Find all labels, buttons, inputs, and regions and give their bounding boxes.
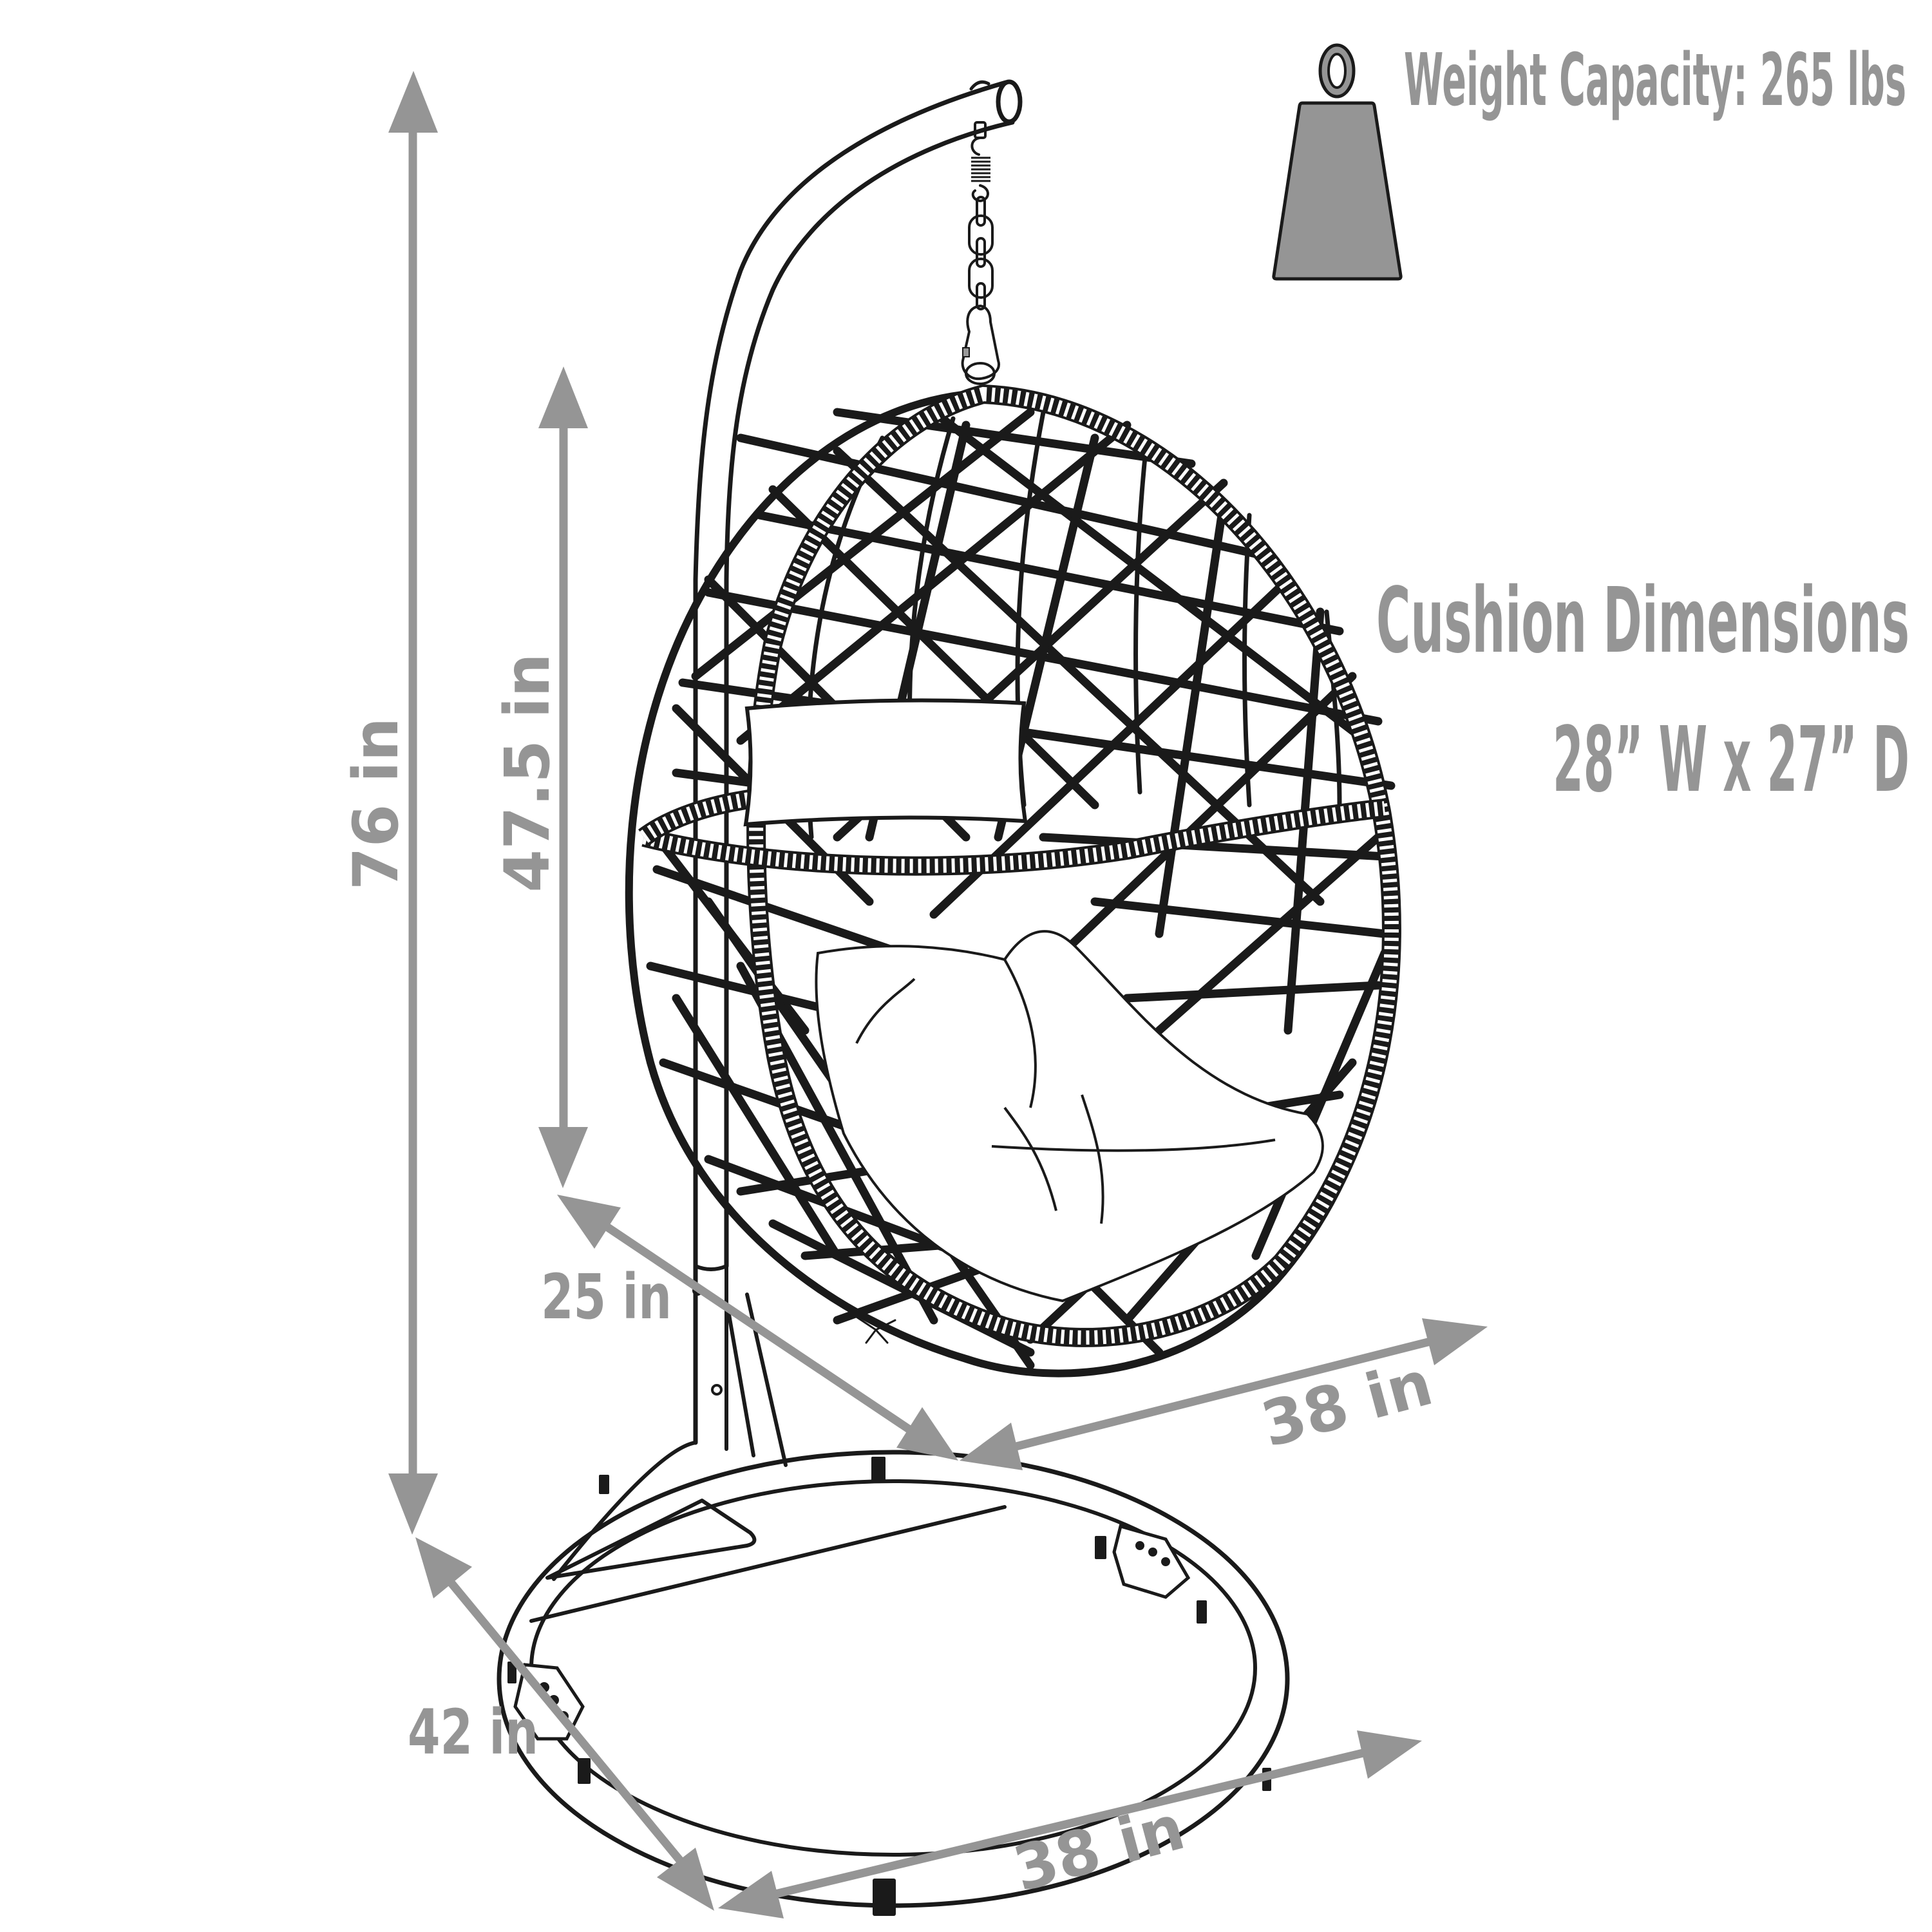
base-depth-label: 42 in <box>408 1696 538 1768</box>
dimension-arrow-basket-height <box>538 366 588 1188</box>
dimension-arrow-overall-height <box>388 71 438 1535</box>
overall-height-label: 76 in <box>340 717 412 890</box>
weight-icon <box>1272 43 1403 281</box>
cushion-dimensions-title: Cushion Dimensions <box>1376 569 1909 674</box>
base-width-label: 38 in <box>1006 1791 1191 1906</box>
cushion-dimensions-value: 28” W x 27” D <box>1553 708 1909 813</box>
lumbar-pillow <box>743 698 1028 827</box>
dimension-arrow-base-depth <box>415 1537 714 1911</box>
weight-capacity-label: Weight Capacity: 265 lbs <box>1404 39 1906 122</box>
dimension-arrow-basket-width <box>960 1318 1488 1470</box>
basket-depth-label: 25 in <box>541 1261 672 1333</box>
stand-arm <box>692 79 1023 1467</box>
seat-cushion <box>815 930 1324 1303</box>
egg-basket <box>625 384 1401 1378</box>
basket-height-label: 47.5 in <box>491 653 564 893</box>
hanging-chain <box>961 121 1000 385</box>
dimension-arrow-base-width <box>718 1730 1422 1918</box>
base-ring <box>497 1441 1290 1916</box>
dimension-arrow-basket-depth <box>557 1195 958 1461</box>
